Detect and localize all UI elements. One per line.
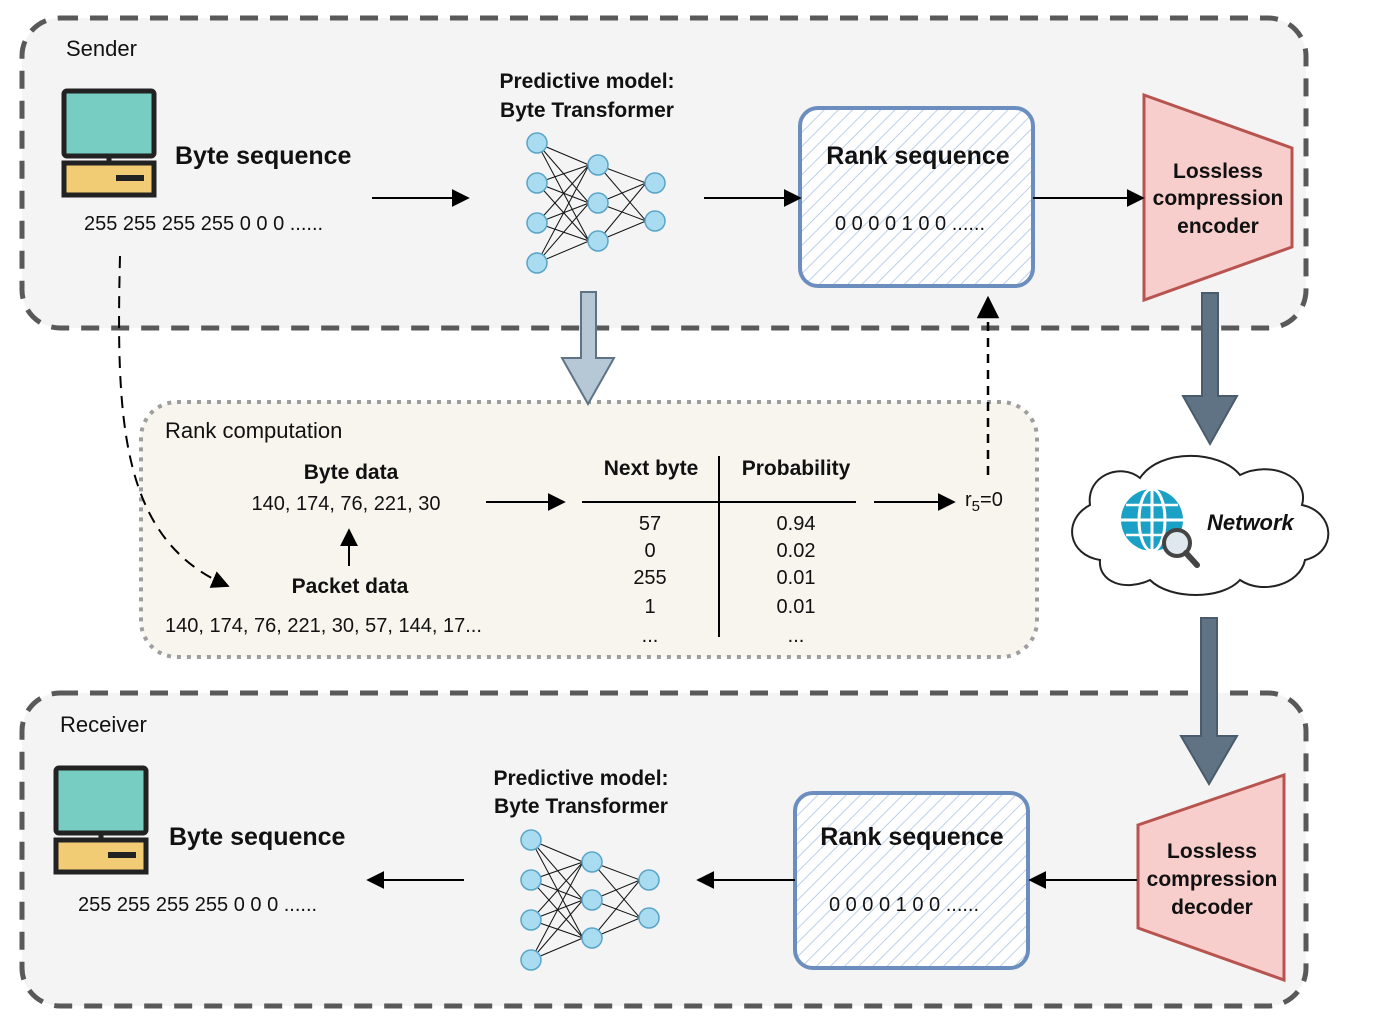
neural-network-icon <box>520 829 660 971</box>
table-header-probability: Probability <box>741 457 851 480</box>
rank-computation-title: Rank computation <box>165 418 343 443</box>
nn-node <box>526 212 548 234</box>
computer-icon <box>61 88 157 198</box>
table-cell-probability: 0.94 <box>776 513 816 535</box>
receiver-title: Receiver <box>60 712 147 737</box>
nn-edge <box>536 182 590 242</box>
nn-node <box>581 851 603 873</box>
rank-sequence-label: Rank sequence <box>826 142 1010 170</box>
nn-node <box>581 889 603 911</box>
nn-edge <box>536 142 590 204</box>
table-cell-next-byte: ... <box>641 625 659 647</box>
nn-node <box>587 230 609 252</box>
nn-node <box>520 869 542 891</box>
rank-sequence-box <box>793 791 1030 970</box>
computer-icon <box>53 765 149 875</box>
sender-title: Sender <box>66 36 137 61</box>
model-label: Byte Transformer <box>494 795 668 818</box>
decoder-label: decoder <box>1171 896 1253 919</box>
nn-node <box>526 172 548 194</box>
nn-edge <box>530 861 584 921</box>
table-cell-probability: 0.01 <box>776 567 816 589</box>
block-arrow-down <box>560 291 616 407</box>
globe-search-icon <box>1121 487 1200 568</box>
nn-edge <box>536 142 590 242</box>
byte-sequence-label: Byte sequence <box>175 142 352 170</box>
encoder-label: compression <box>1152 187 1284 210</box>
rank-sequence-value: 0 0 0 0 1 0 0 ...... <box>828 894 980 916</box>
rank-result: r5=0 <box>965 489 1003 515</box>
sender-panel <box>19 15 1309 331</box>
rank-result-base: r <box>965 489 972 511</box>
nn-edge <box>536 164 590 224</box>
byte-data-value: 140, 174, 76, 221, 30 <box>251 493 441 515</box>
packet-data-value: 140, 174, 76, 221, 30, 57, 144, 17... <box>165 615 482 637</box>
encoder-label: encoder <box>1177 215 1259 238</box>
network-cloud <box>1071 454 1330 596</box>
nn-node <box>587 192 609 214</box>
table-cell-next-byte: 0 <box>644 540 656 562</box>
nn-node <box>526 252 548 274</box>
nn-node <box>526 132 548 154</box>
table-cell-probability: ... <box>787 625 805 647</box>
network-label: Network <box>1207 510 1294 535</box>
nn-node <box>644 210 666 232</box>
byte-sequence-value: 255 255 255 255 0 0 0 ...... <box>78 894 318 916</box>
byte-data-label: Byte data <box>303 461 399 484</box>
nn-edge <box>536 164 590 264</box>
model-label: Predictive model: <box>499 70 675 93</box>
nn-edge <box>530 839 584 939</box>
nn-node <box>587 154 609 176</box>
rank-sequence-box <box>798 106 1035 288</box>
model-label: Byte Transformer <box>500 99 674 122</box>
nn-node <box>581 927 603 949</box>
nn-edge <box>530 879 584 939</box>
table-cell-next-byte: 1 <box>644 596 656 618</box>
nn-node <box>638 907 660 929</box>
encoder-shape <box>1142 92 1294 303</box>
decoder-label: Lossless <box>1167 840 1257 863</box>
block-arrow-down <box>1181 292 1239 447</box>
rank-result-subscript: 5 <box>971 498 981 515</box>
nn-node <box>644 172 666 194</box>
nn-node <box>638 869 660 891</box>
encoder-label: Lossless <box>1173 160 1263 183</box>
decoder-label: compression <box>1146 868 1278 891</box>
rank-result-value: =0 <box>980 489 1003 511</box>
nn-edge <box>530 861 584 961</box>
rank-sequence-value: 0 0 0 0 1 0 0 ...... <box>834 213 986 235</box>
table-cell-next-byte: 57 <box>638 513 662 535</box>
nn-edge <box>530 839 584 901</box>
neural-network-icon <box>526 132 666 274</box>
nn-edge <box>591 879 641 939</box>
table-cell-next-byte: 255 <box>633 567 667 589</box>
nn-node <box>520 829 542 851</box>
nn-edge <box>536 202 590 264</box>
packet-data-label: Packet data <box>291 575 409 598</box>
table-header-next-byte: Next byte <box>603 457 699 480</box>
nn-node <box>520 909 542 931</box>
rank-sequence-label: Rank sequence <box>820 823 1004 851</box>
table-cell-probability: 0.02 <box>776 540 816 562</box>
block-arrow-down <box>1179 617 1239 786</box>
dashed-arrow <box>118 255 230 588</box>
nn-node <box>520 949 542 971</box>
byte-sequence-value: 255 255 255 255 0 0 0 ...... <box>84 213 324 235</box>
table-cell-probability: 0.01 <box>776 596 816 618</box>
nn-edge <box>597 182 647 242</box>
byte-sequence-label: Byte sequence <box>169 823 346 851</box>
nn-edge <box>530 899 584 961</box>
decoder-shape <box>1136 772 1286 983</box>
model-label: Predictive model: <box>493 767 669 790</box>
